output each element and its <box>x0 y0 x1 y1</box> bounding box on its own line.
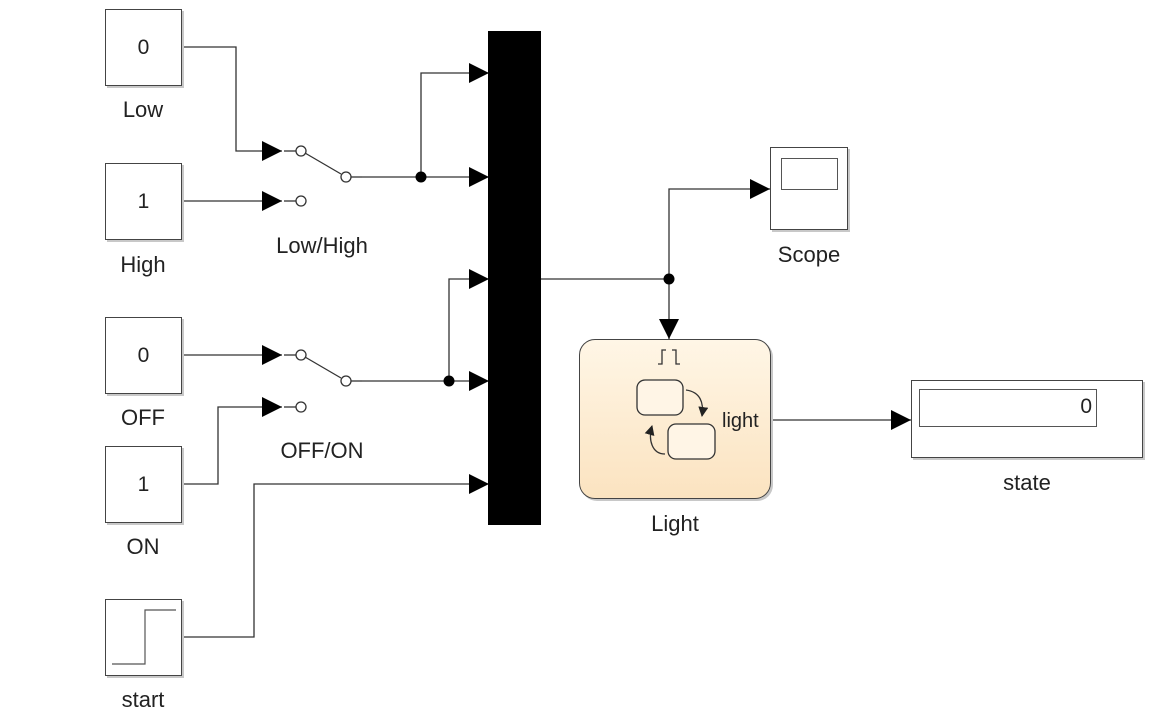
switch-low-high[interactable] <box>284 145 362 207</box>
switch-label-off-on: OFF/ON <box>280 438 364 463</box>
constant-block-on[interactable]: 1 <box>105 446 182 523</box>
display-value: 0 <box>919 389 1097 427</box>
signal-on[interactable] <box>182 397 282 485</box>
signal-switch2-branch[interactable] <box>448 269 489 381</box>
constant-block-off[interactable]: 0 <box>105 317 182 394</box>
stateflow-chart-light[interactable]: light <box>579 339 771 499</box>
constant-block-high[interactable]: 1 <box>105 163 182 240</box>
block-label-scope: Scope <box>777 242 841 267</box>
block-label-off: OFF <box>121 405 165 430</box>
signal-switch1-branch[interactable] <box>420 63 489 177</box>
display-block-state[interactable]: 0 <box>911 380 1143 458</box>
block-label-state: state <box>1003 470 1051 495</box>
constant-block-low[interactable]: 0 <box>105 9 182 86</box>
block-label-on: ON <box>126 534 160 559</box>
block-label-high: High <box>120 252 166 277</box>
block-label-start: start <box>121 687 165 712</box>
signal-low[interactable] <box>182 46 282 161</box>
step-icon <box>112 609 176 665</box>
signal-mux-out[interactable] <box>541 278 679 339</box>
constant-value: 0 <box>137 35 150 59</box>
step-block-start[interactable] <box>105 599 182 676</box>
switch-label-low-high: Low/High <box>276 233 368 258</box>
signal-to-scope[interactable] <box>668 179 770 279</box>
constant-value: 1 <box>137 189 150 213</box>
junction-mux-out <box>663 273 675 285</box>
switch-off-on[interactable] <box>284 349 362 413</box>
block-label-low: Low <box>122 97 164 122</box>
chart-output-port-label: light <box>722 410 759 432</box>
block-label-light: Light <box>651 511 699 536</box>
junction-switch2 <box>443 375 455 387</box>
junction-switch1 <box>415 171 427 183</box>
constant-value: 1 <box>137 472 150 496</box>
scope-block[interactable] <box>770 147 848 230</box>
signal-start[interactable] <box>182 474 489 638</box>
mux-block[interactable] <box>488 31 541 525</box>
chart-states-icon <box>636 349 716 460</box>
constant-value: 0 <box>137 343 150 367</box>
scope-screen-icon <box>781 158 838 190</box>
